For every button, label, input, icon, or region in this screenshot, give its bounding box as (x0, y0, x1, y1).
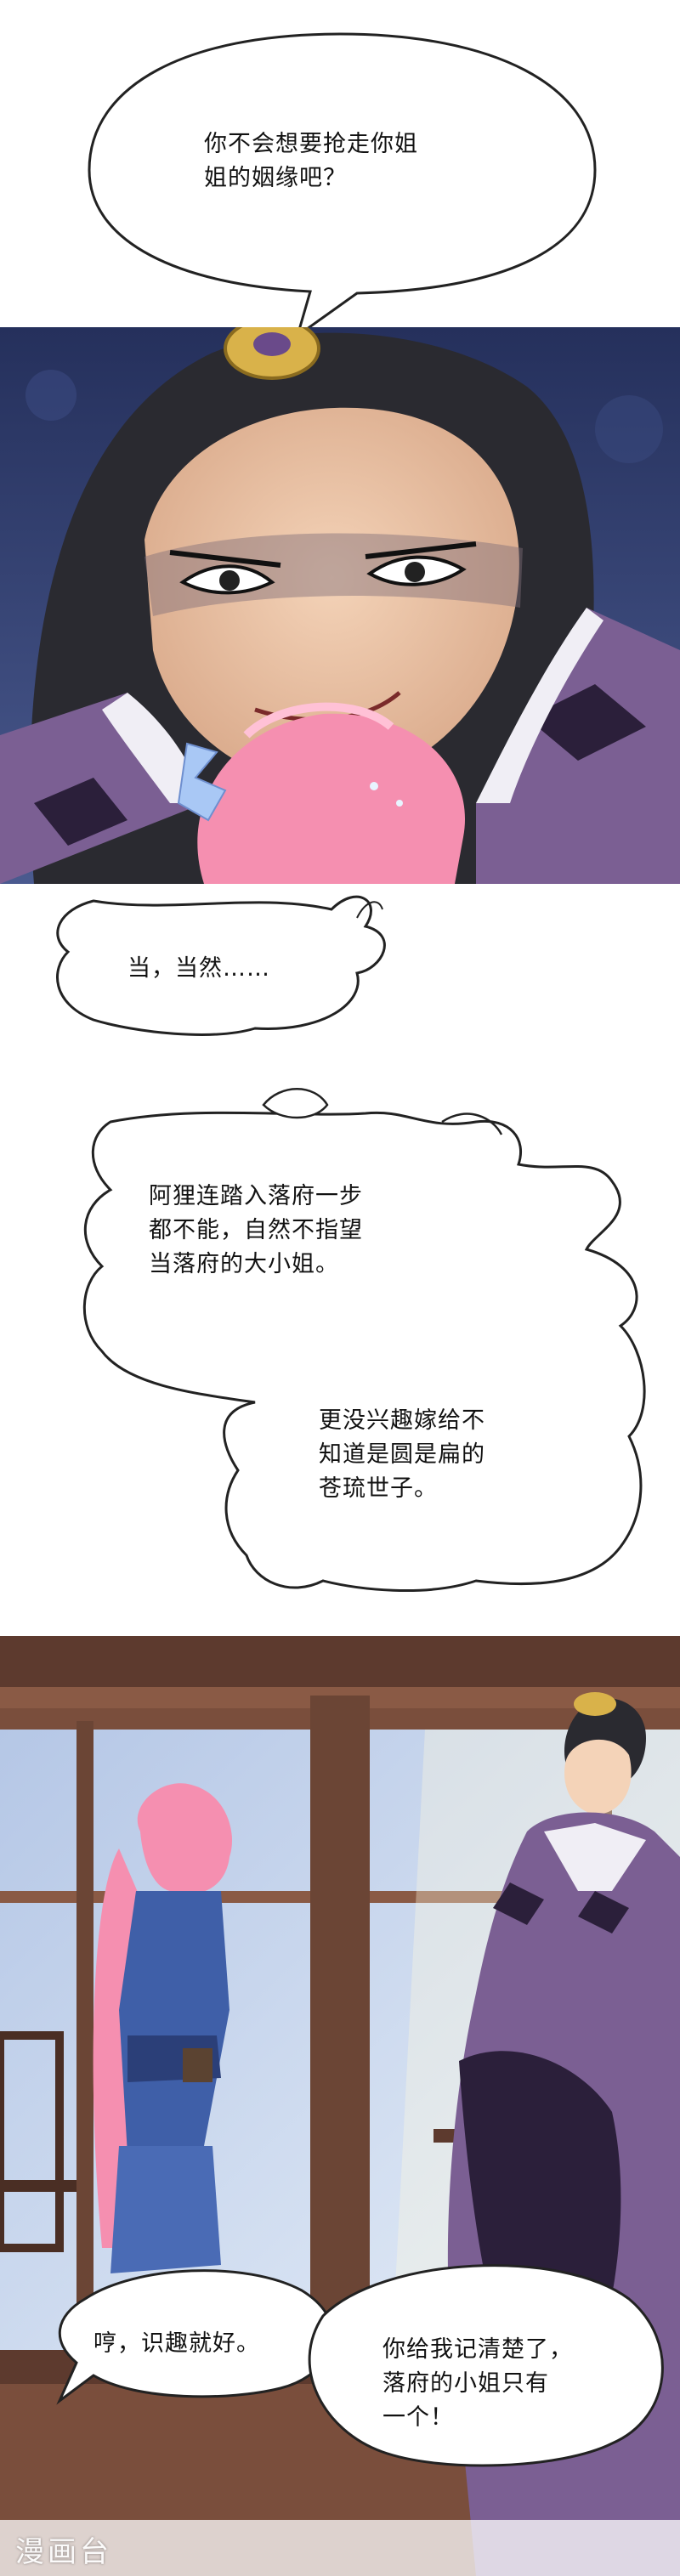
thought-text-2: 更没兴趣嫁给不 知道是圆是扁的 苍琉世子。 (319, 1407, 485, 1502)
panel-room-scene (0, 1636, 680, 2576)
bubble-text-stammer: 当，当然…… (128, 955, 270, 982)
speech-bubble-stammer (56, 895, 386, 1036)
watermark-logo: 漫画台 (15, 2535, 112, 2569)
thought-cloud (82, 1088, 646, 1593)
bubble-text-humph: 哼，识趣就好。 (94, 2330, 260, 2357)
thought-text-1: 阿狸连踏入落府一步 都不能，自然不指望 当落府的大小姐。 (149, 1183, 363, 1277)
speech-bubble-top (88, 32, 597, 339)
panel-closeup (0, 327, 680, 884)
bubble-text-top: 你不会想要抢走你姐 姐的姻缘吧？ (204, 131, 418, 191)
bubble-text-remember: 你给我记清楚了， 落府的小姐只有 一个！ (382, 2336, 573, 2431)
